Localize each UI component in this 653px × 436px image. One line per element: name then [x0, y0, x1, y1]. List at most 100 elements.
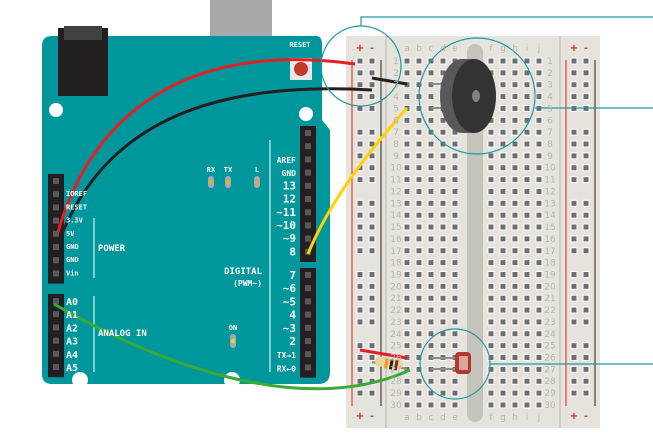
- breadboard-hole[interactable]: [451, 247, 459, 255]
- breadboard-hole[interactable]: [487, 187, 495, 195]
- rail-hole[interactable]: [582, 69, 590, 77]
- header-pin[interactable]: [305, 143, 311, 150]
- rail-hole[interactable]: [582, 270, 590, 278]
- breadboard-hole[interactable]: [427, 152, 435, 160]
- rail-hole[interactable]: [356, 365, 364, 373]
- breadboard-hole[interactable]: [487, 282, 495, 290]
- breadboard-hole[interactable]: [403, 294, 411, 302]
- breadboard-hole[interactable]: [439, 211, 447, 219]
- breadboard-hole[interactable]: [427, 247, 435, 255]
- rail-hole[interactable]: [570, 247, 578, 255]
- breadboard-hole[interactable]: [415, 69, 423, 77]
- breadboard-hole[interactable]: [535, 259, 543, 267]
- breadboard-hole[interactable]: [451, 401, 459, 409]
- breadboard-hole[interactable]: [439, 187, 447, 195]
- breadboard-hole[interactable]: [499, 306, 507, 314]
- breadboard-hole[interactable]: [511, 211, 519, 219]
- header-pin[interactable]: [305, 196, 311, 202]
- breadboard-hole[interactable]: [499, 342, 507, 350]
- breadboard-hole[interactable]: [439, 140, 447, 148]
- breadboard-hole[interactable]: [535, 365, 543, 373]
- breadboard-hole[interactable]: [439, 152, 447, 160]
- breadboard-hole[interactable]: [487, 247, 495, 255]
- rail-hole[interactable]: [582, 152, 590, 160]
- breadboard-hole[interactable]: [415, 389, 423, 397]
- breadboard-hole[interactable]: [427, 342, 435, 350]
- breadboard-hole[interactable]: [511, 306, 519, 314]
- breadboard-hole[interactable]: [523, 401, 531, 409]
- breadboard-hole[interactable]: [499, 81, 507, 89]
- breadboard-hole[interactable]: [535, 377, 543, 385]
- breadboard-hole[interactable]: [403, 342, 411, 350]
- breadboard-hole[interactable]: [427, 164, 435, 172]
- breadboard-hole[interactable]: [415, 116, 423, 124]
- breadboard-hole[interactable]: [487, 259, 495, 267]
- rail-hole[interactable]: [368, 211, 376, 219]
- rail-hole[interactable]: [356, 354, 364, 361]
- breadboard-hole[interactable]: [403, 57, 411, 65]
- breadboard-hole[interactable]: [499, 235, 507, 243]
- rail-hole[interactable]: [368, 294, 376, 302]
- breadboard-hole[interactable]: [415, 140, 423, 148]
- breadboard-hole[interactable]: [499, 176, 507, 184]
- breadboard-hole[interactable]: [427, 187, 435, 195]
- header-pin[interactable]: [53, 244, 59, 250]
- header-pin[interactable]: [305, 272, 311, 278]
- breadboard-hole[interactable]: [511, 199, 519, 207]
- breadboard-hole[interactable]: [487, 176, 495, 184]
- rail-hole[interactable]: [582, 342, 590, 350]
- breadboard-hole[interactable]: [523, 306, 531, 314]
- breadboard-hole[interactable]: [499, 223, 507, 231]
- breadboard-hole[interactable]: [523, 187, 531, 195]
- header-pin[interactable]: [53, 178, 59, 184]
- breadboard-hole[interactable]: [511, 401, 519, 409]
- breadboard-hole[interactable]: [499, 282, 507, 290]
- breadboard-hole[interactable]: [535, 270, 543, 278]
- rail-hole[interactable]: [368, 128, 376, 136]
- breadboard-hole[interactable]: [511, 57, 519, 65]
- rail-hole[interactable]: [582, 128, 590, 136]
- breadboard-hole[interactable]: [535, 294, 543, 302]
- breadboard-hole[interactable]: [415, 176, 423, 184]
- rail-hole[interactable]: [368, 57, 376, 65]
- breadboard-hole[interactable]: [499, 164, 507, 172]
- breadboard-hole[interactable]: [451, 152, 459, 160]
- breadboard-hole[interactable]: [403, 247, 411, 255]
- breadboard-hole[interactable]: [487, 199, 495, 207]
- breadboard-hole[interactable]: [427, 330, 435, 338]
- rail-hole[interactable]: [368, 176, 376, 184]
- breadboard-hole[interactable]: [415, 223, 423, 231]
- rail-hole[interactable]: [582, 389, 590, 397]
- breadboard-hole[interactable]: [523, 354, 531, 361]
- breadboard-hole[interactable]: [439, 318, 447, 326]
- header-pin[interactable]: [305, 130, 311, 136]
- breadboard-hole[interactable]: [439, 223, 447, 231]
- breadboard-hole[interactable]: [427, 223, 435, 231]
- rail-hole[interactable]: [368, 365, 376, 373]
- breadboard-hole[interactable]: [451, 294, 459, 302]
- breadboard-hole[interactable]: [415, 57, 423, 65]
- breadboard-hole[interactable]: [535, 199, 543, 207]
- breadboard-hole[interactable]: [403, 152, 411, 160]
- breadboard-hole[interactable]: [523, 377, 531, 385]
- rail-hole[interactable]: [368, 318, 376, 326]
- rail-hole[interactable]: [356, 93, 364, 101]
- breadboard-hole[interactable]: [511, 104, 519, 112]
- breadboard-hole[interactable]: [523, 199, 531, 207]
- breadboard-hole[interactable]: [427, 318, 435, 326]
- breadboard-hole[interactable]: [523, 223, 531, 231]
- breadboard-hole[interactable]: [415, 164, 423, 172]
- rail-hole[interactable]: [582, 199, 590, 207]
- rail-hole[interactable]: [570, 152, 578, 160]
- breadboard-hole[interactable]: [535, 57, 543, 65]
- rail-hole[interactable]: [570, 211, 578, 219]
- breadboard-hole[interactable]: [511, 69, 519, 77]
- breadboard-hole[interactable]: [523, 176, 531, 184]
- breadboard-hole[interactable]: [499, 93, 507, 101]
- breadboard-hole[interactable]: [535, 93, 543, 101]
- breadboard-hole[interactable]: [523, 270, 531, 278]
- breadboard-hole[interactable]: [535, 247, 543, 255]
- breadboard-hole[interactable]: [487, 140, 495, 148]
- breadboard-hole[interactable]: [535, 176, 543, 184]
- breadboard-hole[interactable]: [535, 140, 543, 148]
